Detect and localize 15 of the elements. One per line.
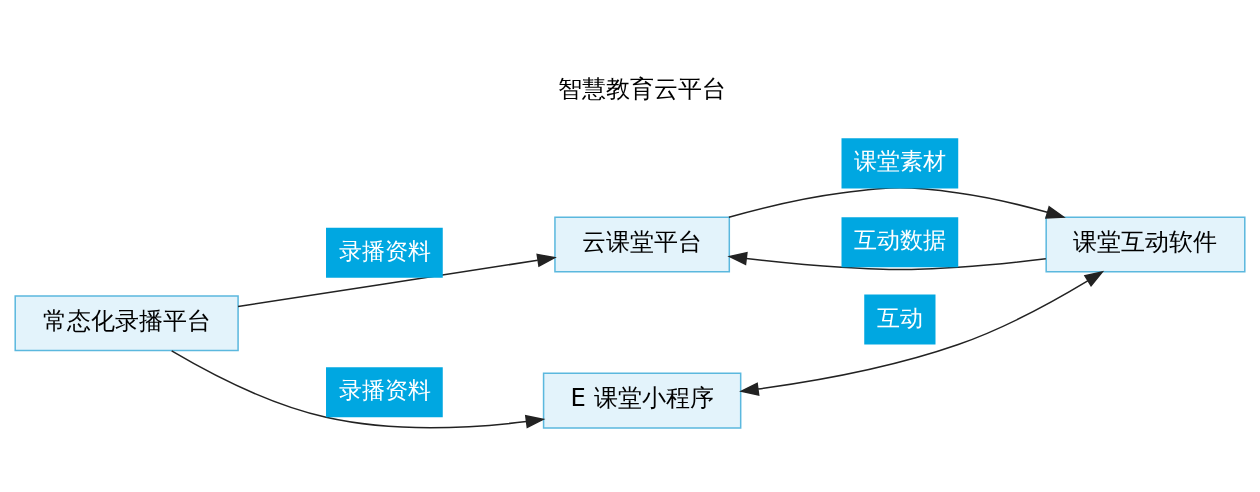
node-box: 课堂互动软件: [1045, 216, 1246, 273]
edge-label: 互动数据: [854, 227, 947, 254]
arrow: [728, 187, 1066, 219]
arrow: [170, 350, 546, 429]
node-box: 常态化录播平台: [14, 295, 239, 352]
arrow: [739, 270, 1105, 396]
edge-label: 录播资料: [338, 237, 431, 264]
node-box: 云课堂平台: [554, 216, 731, 273]
label: 智慧教育云平台: [558, 74, 727, 104]
arrow: [237, 253, 557, 308]
arrow: [727, 251, 1047, 271]
edge-label: 课堂素材: [854, 148, 947, 175]
edge-label: 录播资料: [338, 377, 431, 404]
node-box: E 课堂小程序: [542, 372, 742, 429]
edge-label: 互动: [877, 304, 924, 331]
